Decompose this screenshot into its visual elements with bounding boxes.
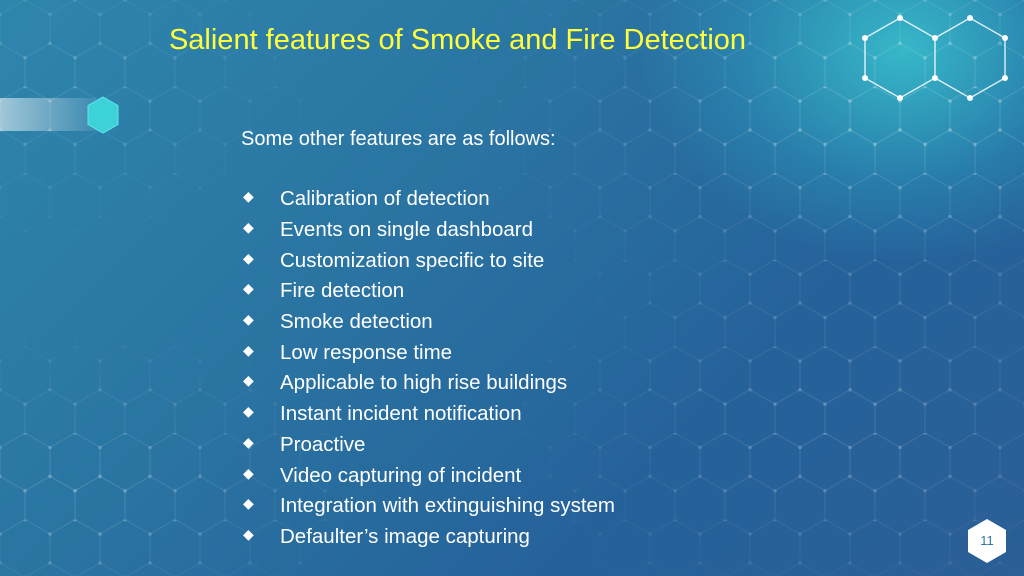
hexagon-accent-icon <box>87 96 119 134</box>
diamond-bullet-icon: ◆ <box>243 495 254 512</box>
list-item: ◆ Defaulter’s image capturing <box>243 522 615 553</box>
list-item: ◆ Calibration of detection <box>243 184 615 215</box>
page-number-badge: 11 <box>966 518 1008 564</box>
list-item-label: Fire detection <box>280 279 405 303</box>
list-item: ◆ Applicable to high rise buildings <box>243 368 615 399</box>
diamond-bullet-icon: ◆ <box>243 372 254 389</box>
list-item: ◆ Events on single dashboard <box>243 215 615 246</box>
list-item-label: Instant incident notification <box>280 402 522 426</box>
slide-title: Salient features of Smoke and Fire Detec… <box>168 24 747 56</box>
page-number: 11 <box>980 533 994 548</box>
diamond-bullet-icon: ◆ <box>243 280 254 297</box>
list-item: ◆ Instant incident notification <box>243 399 615 430</box>
list-item-label: Low response time <box>280 340 453 364</box>
list-item-label: Events on single dashboard <box>280 218 534 242</box>
list-item-label: Proactive <box>280 432 366 456</box>
diamond-bullet-icon: ◆ <box>243 219 254 236</box>
list-item-label: Customization specific to site <box>280 248 545 272</box>
list-item: ◆ Video capturing of incident <box>243 460 615 491</box>
hexagon-badge-icon <box>968 519 1006 563</box>
diamond-bullet-icon: ◆ <box>243 311 254 328</box>
accent-bar <box>0 98 96 131</box>
list-item-label: Video capturing of incident <box>280 463 522 487</box>
diamond-bullet-icon: ◆ <box>243 249 254 266</box>
list-item: ◆ Fire detection <box>243 276 615 307</box>
list-item: ◆ Smoke detection <box>243 307 615 338</box>
list-item-label: Integration with extinguishing system <box>280 494 616 518</box>
list-item: ◆ Customization specific to site <box>243 245 615 276</box>
intro-text: Some other features are as follows: <box>241 128 556 150</box>
diamond-bullet-icon: ◆ <box>243 433 254 450</box>
list-item: ◆ Proactive <box>243 430 615 461</box>
diamond-bullet-icon: ◆ <box>243 341 254 358</box>
diamond-bullet-icon: ◆ <box>243 525 254 542</box>
list-item-label: Applicable to high rise buildings <box>280 371 568 395</box>
list-item-label: Smoke detection <box>280 310 433 334</box>
diamond-bullet-icon: ◆ <box>243 403 254 420</box>
list-item-label: Calibration of detection <box>280 187 490 211</box>
feature-list: ◆ Calibration of detection ◆ Events on sin… <box>243 184 615 552</box>
list-item: ◆ Low response time <box>243 337 615 368</box>
diamond-bullet-icon: ◆ <box>243 464 254 481</box>
list-item-label: Defaulter’s image capturing <box>280 524 530 548</box>
diamond-bullet-icon: ◆ <box>243 188 254 205</box>
list-item: ◆ Integration with extinguishing system <box>243 491 615 522</box>
